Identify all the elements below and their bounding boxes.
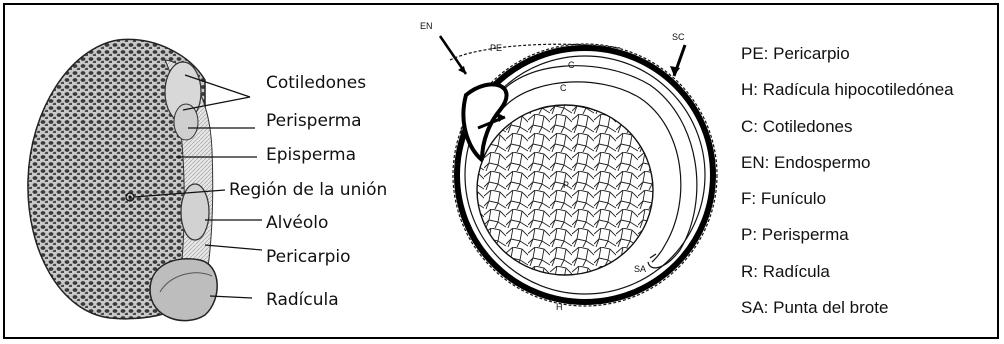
legend-item: P: Perisperma xyxy=(741,217,954,253)
section-label-r: R xyxy=(460,126,467,136)
legend-item: H: Radícula hipocotiledónea xyxy=(741,72,954,108)
section-label-sc: SC xyxy=(672,32,685,42)
perisperm-tissue xyxy=(477,105,653,275)
legend-item: R: Radícula xyxy=(741,254,954,290)
section-label-c1: C xyxy=(568,60,575,70)
section-label-sa: SA xyxy=(634,264,646,274)
section-label-p: P xyxy=(563,180,569,190)
section-label-h: H xyxy=(556,302,563,312)
legend-item: SA: Punta del brote xyxy=(741,290,954,326)
legend-item: C: Cotiledones xyxy=(741,109,954,145)
legend-item: EN: Endospermo xyxy=(741,145,954,181)
legend-item: PE: Pericarpio xyxy=(741,36,954,72)
legend-item: F: Funículo xyxy=(741,181,954,217)
section-label-c2: C xyxy=(560,83,567,93)
section-label-en: EN xyxy=(420,21,433,31)
section-label-pe: PE xyxy=(490,43,502,53)
section-label-f: F xyxy=(454,159,460,169)
legend: PE: Pericarpio H: Radícula hipocotiledón… xyxy=(741,36,954,326)
